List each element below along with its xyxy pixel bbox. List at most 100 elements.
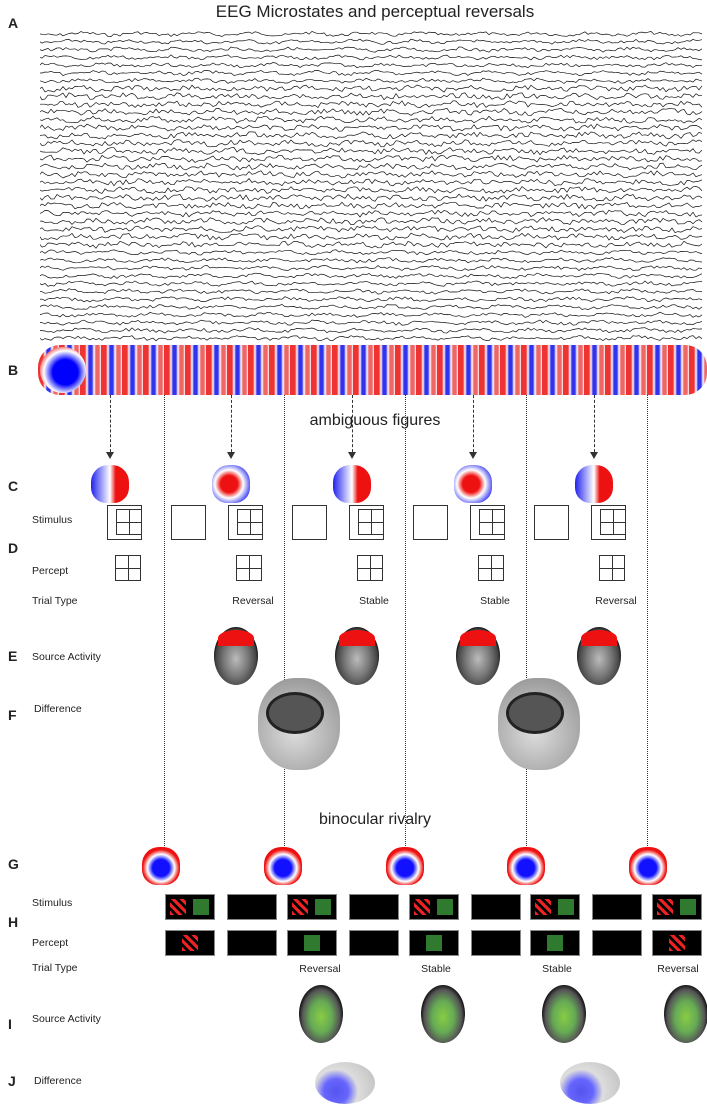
difference-brain-render [560,1062,620,1104]
eeg-channel-trace [40,240,703,249]
eeg-channel-trace [40,38,703,45]
necker-cube-stimulus [237,509,263,535]
dashed-arrow [348,395,356,459]
eeg-channel-trace [40,162,703,171]
microstate-topomap [507,847,545,885]
panel-letter-a: A [8,15,19,31]
eeg-channel-trace [40,280,703,287]
eeg-channel-trace [40,265,703,271]
eeg-channel-trace [40,100,703,108]
necker-cube-percept [236,555,262,581]
stimulus-frame [349,505,384,540]
eeg-channel-trace [40,170,703,179]
panel-letter-j: J [8,1073,16,1089]
stimulus-frame [228,505,263,540]
eeg-channel-trace [40,257,703,264]
label-trial-type-rivalry: Trial Type [32,962,78,974]
microstate-topomap [454,465,492,503]
dotted-time-marker [164,395,165,850]
panel-letter-d: D [8,540,19,556]
trial-type-ambiguous-4: Reversal [595,595,637,607]
label-trial-type: Trial Type [32,595,78,607]
label-percept: Percept [32,565,69,577]
necker-cube-percept [357,555,383,581]
eeg-channel-trace [40,30,703,37]
blank-percept [349,930,399,956]
eeg-channel-trace [40,70,703,77]
blank-stimulus [292,505,327,540]
rivalry-percept [409,930,459,956]
rivalry-percept [652,930,702,956]
blank-stimulus [227,894,277,920]
eeg-channel-trace [40,178,703,187]
dashed-arrow [590,395,598,459]
microstate-topomap [575,465,613,503]
stimulus-frame [591,505,626,540]
necker-cube-percept [115,555,141,581]
trial-type-rivalry-1: Reversal [299,963,341,975]
eeg-channel-trace [40,304,703,310]
eeg-channel-trace [40,319,703,326]
panel-letter-c: C [8,478,19,494]
microstate-sequence-bar [38,345,707,395]
trial-type-ambiguous-1: Reversal [232,595,274,607]
panel-letter-h: H [8,914,19,930]
panel-letter-g: G [8,856,19,872]
trial-type-rivalry-3: Stable [542,963,572,975]
eeg-channel-trace [40,77,703,84]
eeg-channel-trace [40,193,703,202]
section-title-ambiguous-figures: ambiguous figures [275,412,475,430]
eeg-channel-trace [40,62,703,69]
stimulus-frame [107,505,142,540]
eeg-channel-trace [40,272,703,279]
blank-stimulus [171,505,206,540]
dotted-time-marker [284,395,285,850]
trial-type-ambiguous-3: Stable [480,595,510,607]
rivalry-stimulus [652,894,702,920]
stimulus-frame [470,505,505,540]
difference-head-render [258,678,340,770]
eeg-channel-trace [40,123,703,132]
figure-title: EEG Microstates and perceptual reversals [215,2,535,21]
blank-stimulus [592,894,642,920]
necker-cube-stimulus [116,509,142,535]
necker-cube-stimulus [600,509,626,535]
blank-percept [471,930,521,956]
source-activity-brain [335,627,379,685]
eeg-channel-trace [40,92,703,101]
difference-head-render [498,678,580,770]
microstate-topomap [91,465,129,503]
microstate-topomap [629,847,667,885]
label-percept-rivalry: Percept [32,937,69,949]
eeg-channel-trace [40,249,703,256]
eeg-channel-trace [40,296,703,303]
trial-type-rivalry-2: Stable [421,963,451,975]
trial-type-ambiguous-2: Stable [359,595,389,607]
rivalry-percept [165,930,215,956]
rivalry-stimulus [409,894,459,920]
dashed-arrow [469,395,477,459]
eeg-channel-trace [40,217,703,226]
eeg-channel-trace [40,84,703,93]
microstate-topomap [264,847,302,885]
section-title-binocular-rivalry: binocular rivalry [275,811,475,829]
blank-stimulus [534,505,569,540]
rivalry-stimulus [530,894,580,920]
microstate-topomap [333,465,371,503]
difference-brain-render [315,1062,375,1104]
necker-cube-percept [478,555,504,581]
necker-cube-stimulus [358,509,384,535]
eeg-channel-trace [40,186,703,194]
source-activity-brain [577,627,621,685]
eeg-channel-trace [40,335,703,342]
eeg-channel-trace [40,225,703,234]
eeg-channel-trace [40,147,703,156]
trial-type-rivalry-4: Reversal [657,963,699,975]
blank-stimulus [471,894,521,920]
eeg-channel-trace [40,201,703,210]
eeg-channel-trace [40,327,703,334]
eeg-traces [40,30,703,342]
microstate-topomap [142,847,180,885]
label-stimulus-rivalry: Stimulus [32,897,73,909]
